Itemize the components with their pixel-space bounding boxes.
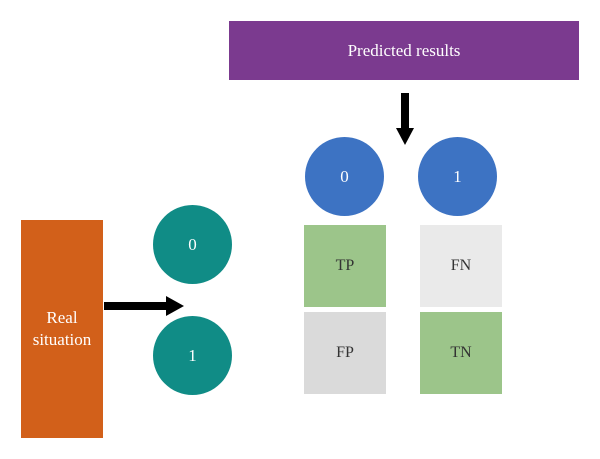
fn-label: FN xyxy=(450,257,472,274)
real-0-label: 0 xyxy=(188,234,197,254)
fp-cell: FP xyxy=(304,312,386,394)
right-arrow xyxy=(104,296,184,316)
predicted-1-label: 1 xyxy=(453,166,462,186)
real-1-label: 1 xyxy=(188,345,197,365)
tn-label: TN xyxy=(450,344,472,361)
real-0-circle: 0 xyxy=(153,205,232,284)
real-situation-label: Real situation xyxy=(32,308,92,349)
real-1-circle: 1 xyxy=(153,316,232,395)
predicted-1-circle: 1 xyxy=(418,137,497,216)
real-situation-box: Real situation xyxy=(21,220,103,438)
predicted-0-label: 0 xyxy=(340,166,349,186)
fp-label: FP xyxy=(336,344,354,361)
predicted-results-label: Predicted results xyxy=(347,40,461,60)
down-arrow xyxy=(396,93,414,145)
tp-cell: TP xyxy=(304,225,386,307)
predicted-results-header: Predicted results xyxy=(229,21,579,80)
predicted-0-circle: 0 xyxy=(305,137,384,216)
fn-cell: FN xyxy=(420,225,502,307)
tp-label: TP xyxy=(335,257,355,274)
tn-cell: TN xyxy=(420,312,502,394)
